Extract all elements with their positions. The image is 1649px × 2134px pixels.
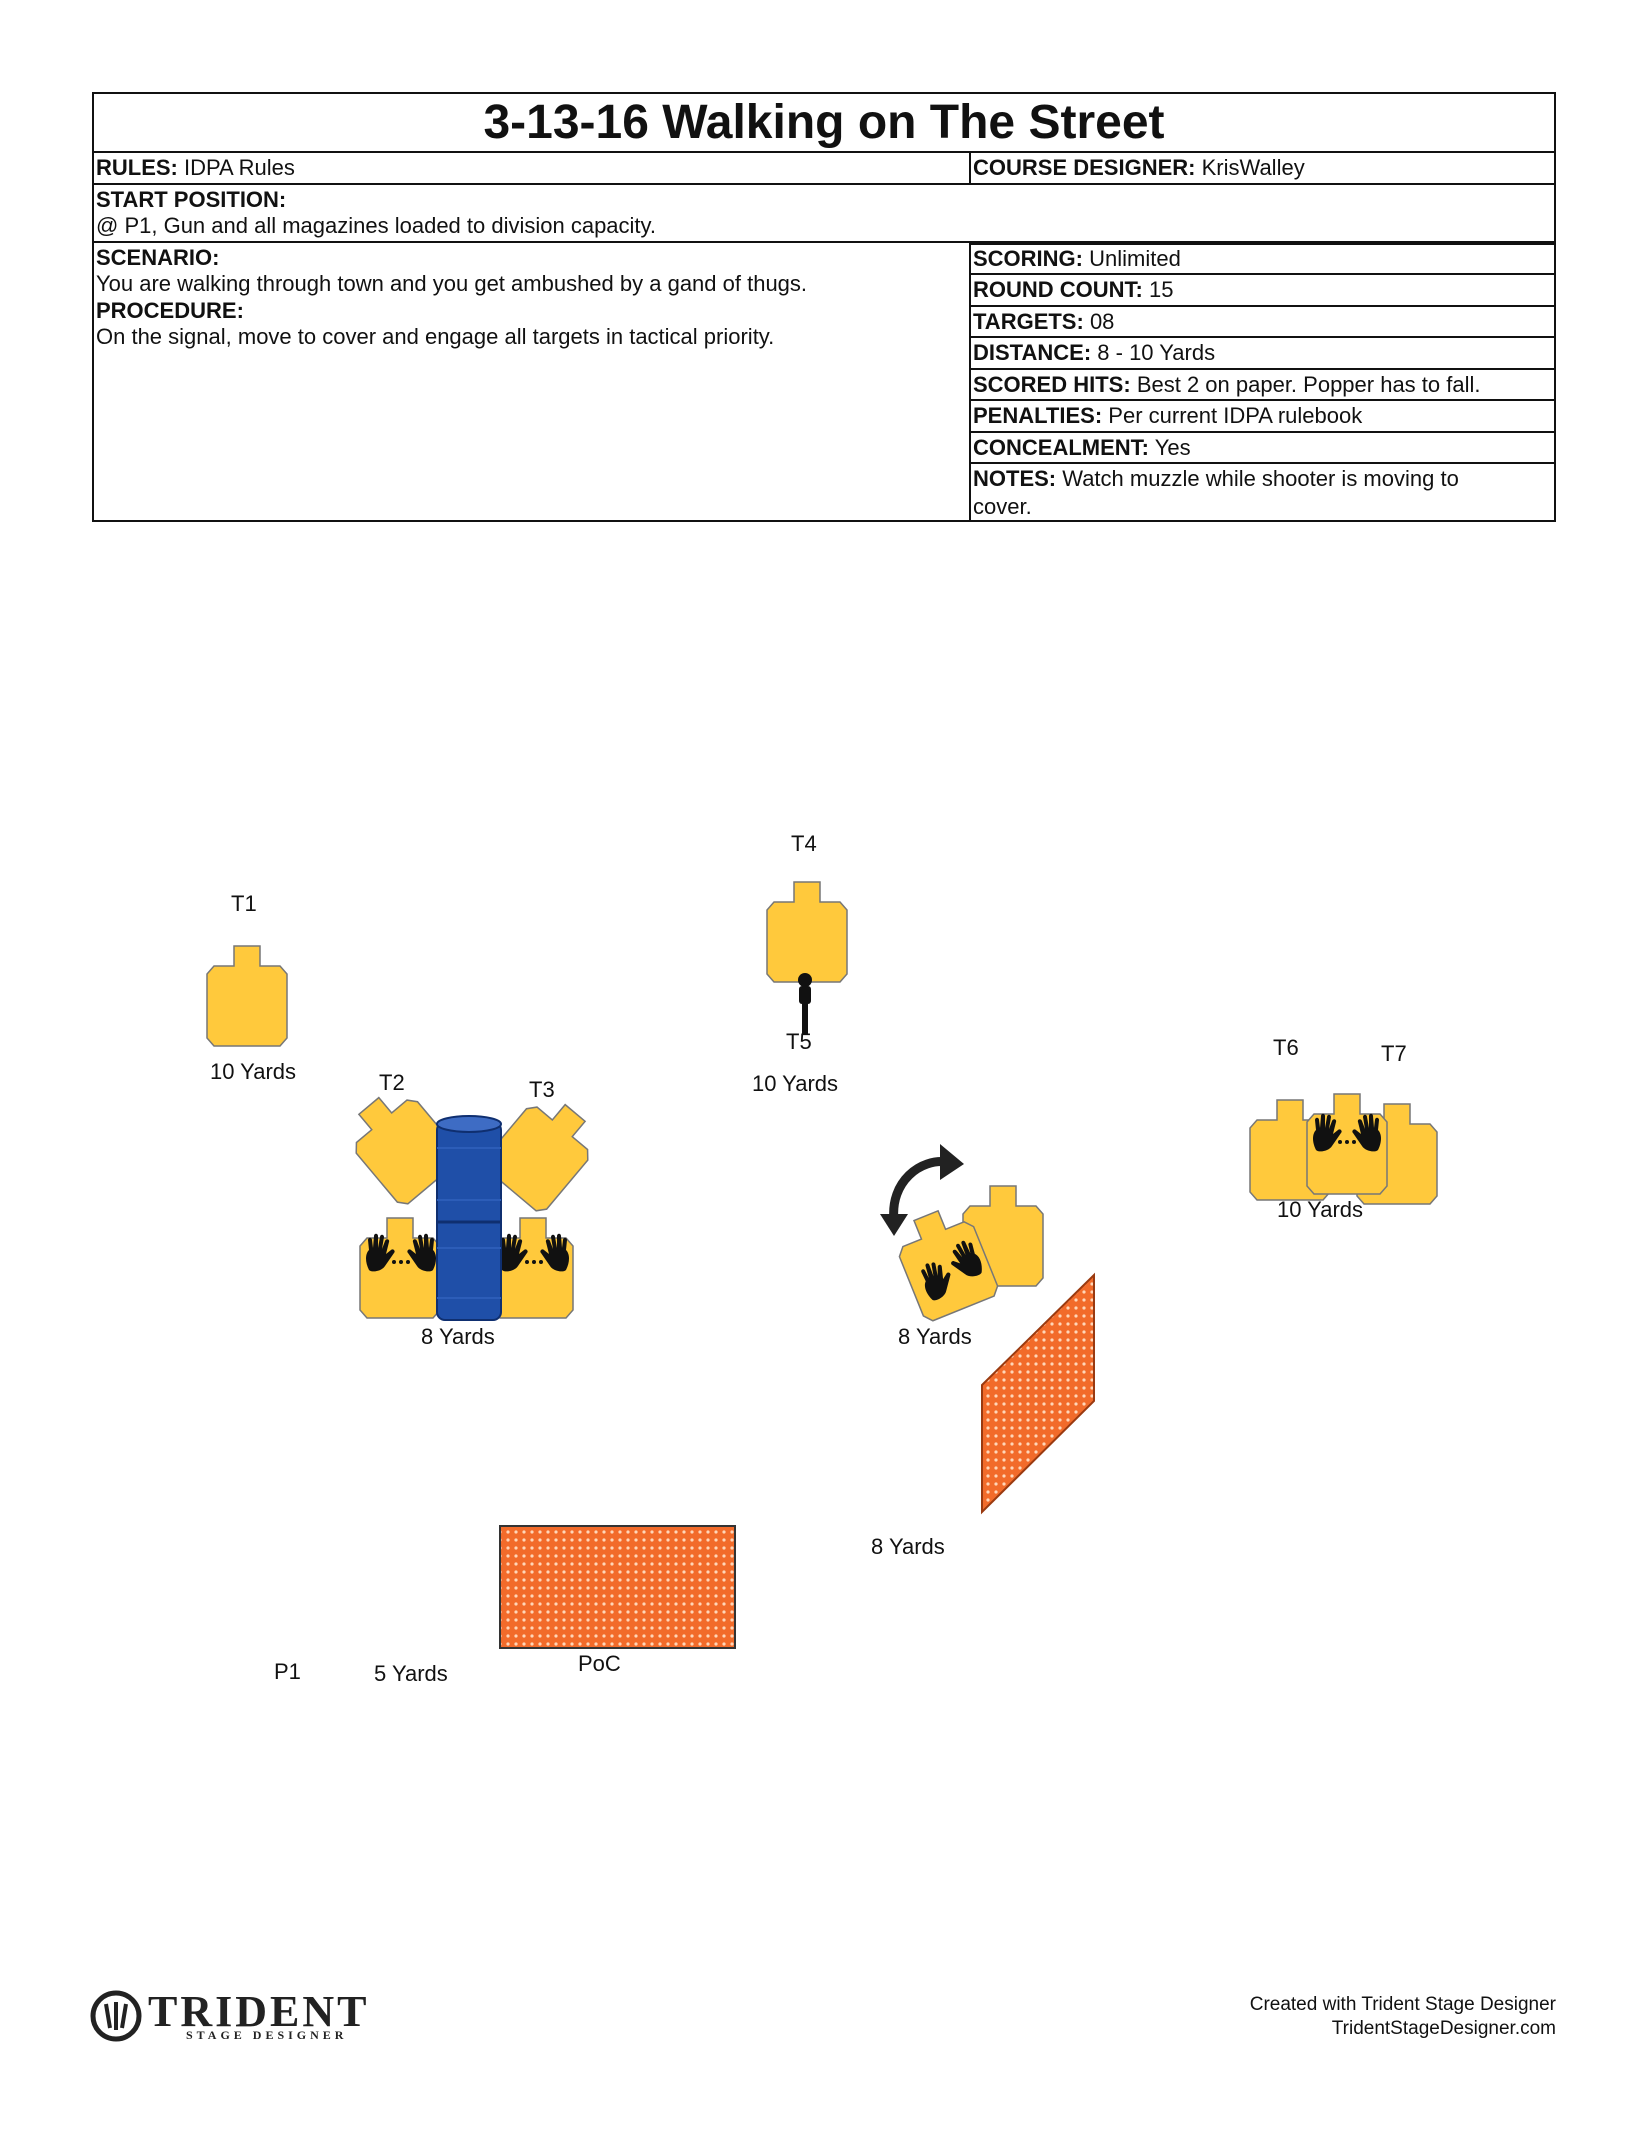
label-t7: T7 — [1381, 1041, 1407, 1066]
label-poc: PoC — [578, 1651, 621, 1676]
label-t1-distance: 10 Yards — [210, 1059, 297, 1084]
label-p1: P1 — [274, 1659, 301, 1684]
label-t6-t7-distance: 10 Yards — [1277, 1197, 1364, 1222]
stage-info-table: 3-13-16 Walking on The Street RULES: IDP… — [92, 92, 1556, 522]
table-divider — [969, 368, 1554, 370]
rules-cell: RULES: IDPA Rules — [94, 154, 297, 182]
start-label: START POSITION: — [96, 187, 287, 212]
table-divider — [969, 243, 1554, 245]
table-divider — [969, 305, 1554, 307]
round-count-cell: ROUND COUNT: 15 — [973, 277, 1174, 302]
label-t3: T3 — [529, 1077, 555, 1102]
procedure-label: PROCEDURE: — [96, 298, 244, 323]
trident-logo: TRIDENT STAGE DESIGNER — [90, 1987, 400, 2044]
label-t1: T1 — [231, 891, 257, 916]
credit-block: Created with Trident Stage Designer Trid… — [1250, 1993, 1556, 2041]
scoring-cell: SCORING: Unlimited — [973, 246, 1181, 271]
stage-title: 3-13-16 Walking on The Street — [94, 94, 1554, 153]
scored-hits-cell: SCORED HITS: Best 2 on paper. Popper has… — [973, 372, 1481, 397]
rules-label: RULES: — [96, 155, 178, 180]
designer-cell: COURSE DESIGNER: KrisWalley — [971, 154, 1307, 182]
credit-url: TridentStageDesigner.com — [1331, 2018, 1556, 2039]
trident-emblem-icon — [90, 1990, 142, 2042]
table-divider — [969, 431, 1554, 433]
label-t8-distance: 8 Yards — [898, 1324, 972, 1349]
table-divider — [94, 183, 1554, 185]
table-divider — [969, 241, 971, 522]
wall-right — [981, 1272, 1095, 1515]
table-divider — [969, 336, 1554, 338]
label-t4: T4 — [791, 831, 817, 856]
concealment-cell: CONCEALMENT: Yes — [973, 435, 1191, 460]
label-t4-distance: 10 Yards — [752, 1071, 839, 1096]
label-wall-distance: 8 Yards — [871, 1534, 945, 1559]
target-t4 — [766, 881, 848, 983]
popper-t5 — [798, 973, 812, 1034]
barrel-icon — [436, 1115, 502, 1321]
scenario-value: You are walking through town and you get… — [96, 271, 808, 296]
table-divider — [94, 241, 1554, 243]
label-t2: T2 — [379, 1070, 405, 1095]
table-divider — [969, 462, 1554, 464]
label-p1-distance: 5 Yards — [374, 1661, 448, 1686]
distance-cell: DISTANCE: 8 - 10 Yards — [973, 340, 1216, 365]
procedure-value: On the signal, move to cover and engage … — [96, 324, 775, 349]
target-t1 — [206, 945, 288, 1047]
targets-cell: TARGETS: 08 — [973, 309, 1115, 334]
notes-cell: NOTES: Watch muzzle while shooter is mov… — [973, 466, 1459, 491]
rules-value: IDPA Rules — [184, 155, 295, 180]
start-value: @ P1, Gun and all magazines loaded to di… — [96, 213, 657, 238]
label-t2-t3-distance: 8 Yards — [421, 1324, 495, 1349]
rotate-arrow-icon — [880, 1144, 964, 1236]
logo-wordmark: TRIDENT — [148, 1987, 370, 2036]
point-of-cover-wall — [499, 1525, 736, 1649]
logo-subtitle: STAGE DESIGNER — [186, 2028, 348, 2042]
penalties-cell: PENALTIES: Per current IDPA rulebook — [973, 403, 1363, 428]
designer-value: KrisWalley — [1201, 155, 1305, 180]
label-t6: T6 — [1273, 1035, 1299, 1060]
table-divider — [969, 273, 1554, 275]
table-divider — [969, 399, 1554, 401]
notes-cell-cont: cover. — [973, 494, 1032, 519]
designer-label: COURSE DESIGNER: — [973, 155, 1196, 180]
label-t5: T5 — [786, 1029, 812, 1054]
credit-line: Created with Trident Stage Designer — [1249, 1994, 1556, 2015]
table-divider — [969, 153, 971, 185]
scenario-label: SCENARIO: — [96, 245, 220, 270]
